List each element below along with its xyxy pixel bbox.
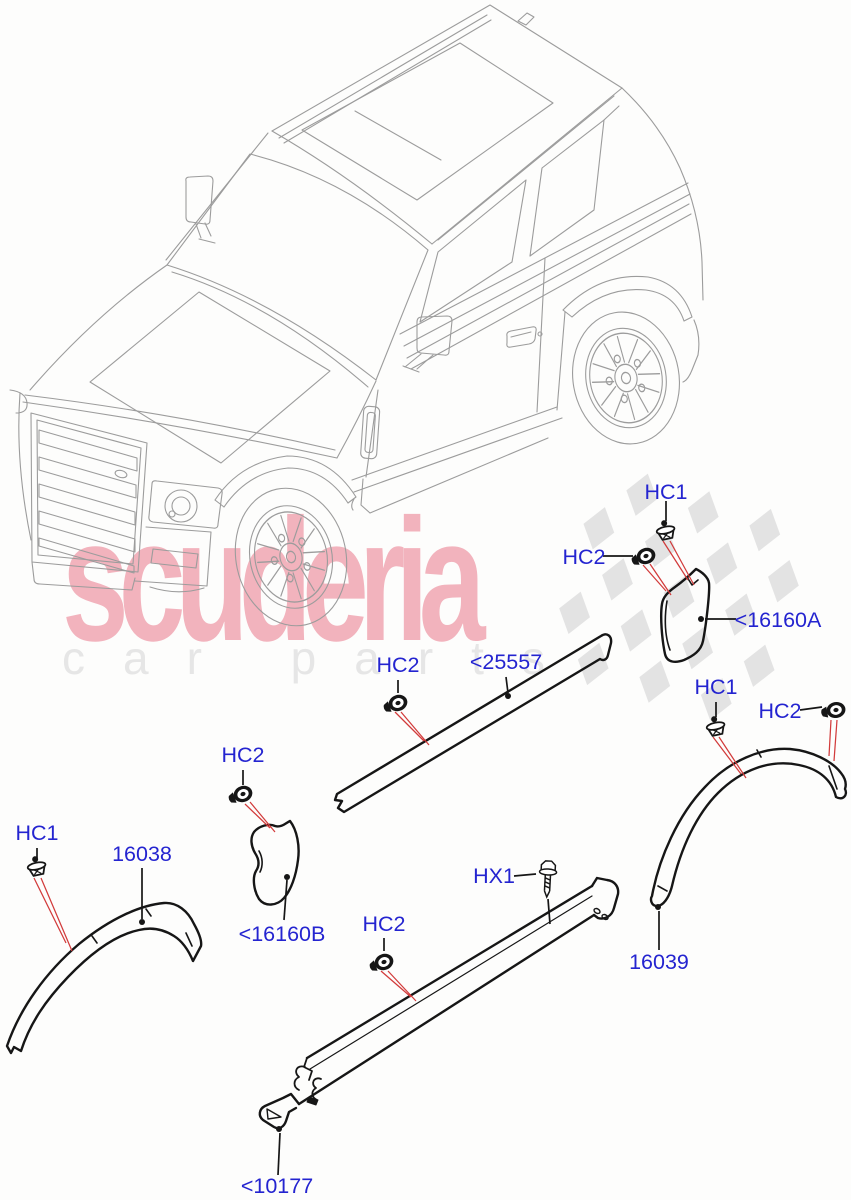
callout-label-hx1-sill[interactable]: HX1 [473, 864, 515, 888]
windshield [166, 153, 429, 381]
callout-label-hc2-sill[interactable]: HC2 [362, 912, 405, 936]
leader-dots [139, 616, 704, 1132]
part-label-16039[interactable]: 16039 [629, 950, 689, 974]
rear-fender-flare [562, 275, 693, 322]
fastener-clip-hc1-reararch[interactable] [703, 713, 728, 738]
fastener-screw-hx1[interactable] [537, 859, 558, 899]
part-label-16160a[interactable]: <16160A [735, 608, 822, 632]
fender-vent [360, 405, 381, 460]
fastener-clip-hc1-frontarch[interactable] [24, 853, 49, 878]
rear-quarter [621, 87, 704, 301]
callout-label-hc2-rearflap[interactable]: HC2 [562, 545, 605, 569]
callout-label-hc1-reararch[interactable]: HC1 [694, 675, 737, 699]
hood-panel-line [89, 291, 331, 464]
part-label-16160b[interactable]: <16160B [239, 922, 326, 946]
part-label-16038[interactable]: 16038 [112, 842, 172, 866]
part-16160a-shape[interactable] [660, 567, 711, 663]
callout-label-hc1-frontarch[interactable]: HC1 [15, 821, 58, 845]
rear-wheel [562, 304, 689, 453]
door-handle [506, 326, 543, 348]
part-label-25557[interactable]: <25557 [470, 650, 542, 674]
front-bumper [31, 526, 212, 593]
headlamp [148, 480, 223, 529]
callout-label-hc1-rearflap[interactable]: HC1 [644, 480, 687, 504]
front-wheel [223, 478, 359, 636]
part-16039-shape[interactable] [649, 747, 848, 908]
part-16160b-shape[interactable] [250, 819, 300, 906]
callout-leader-lines [36, 501, 823, 1176]
brand-watermark-subtitle: car parts [62, 632, 583, 684]
left-mirror [185, 175, 216, 244]
front-grille [30, 412, 148, 574]
part-10177-shape[interactable] [258, 876, 620, 1130]
callout-label-hc2-frontflap[interactable]: HC2 [221, 743, 264, 767]
part-16038-shape[interactable] [5, 901, 203, 1055]
part-25557-shape[interactable] [333, 633, 613, 814]
sunroof-glass [301, 42, 554, 201]
vehicle-line-illustration [9, 4, 704, 636]
front-fender-flare [214, 455, 357, 511]
callout-label-hc2-moulding[interactable]: HC2 [376, 653, 419, 677]
roof-antenna [517, 12, 535, 26]
callout-label-hc2-reararch[interactable]: HC2 [758, 699, 801, 723]
roof-outline [271, 4, 623, 245]
part-label-10177[interactable]: <10177 [241, 1174, 313, 1198]
fastener-grommet-hc2-reararch[interactable] [819, 700, 847, 721]
red-leader-lines [33, 540, 838, 1002]
quarter-window [529, 119, 605, 257]
door-window [419, 179, 527, 323]
